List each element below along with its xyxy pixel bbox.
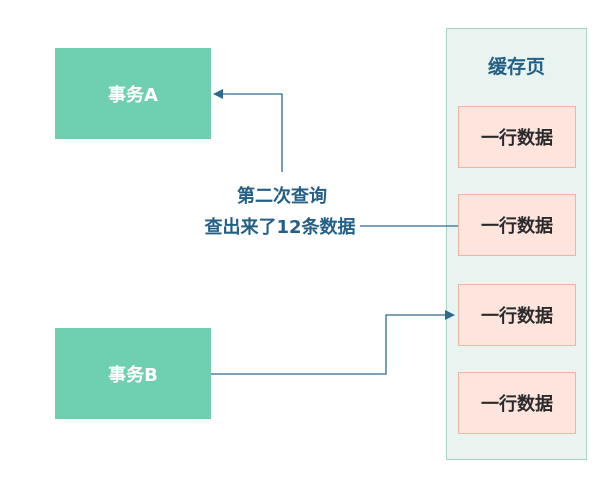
cache-row-3: 一行数据 (458, 284, 576, 346)
query-result-arrow (214, 94, 458, 227)
annotation-line-1: 第二次查询 (237, 186, 327, 207)
cache-row-1: 一行数据 (458, 106, 576, 168)
transaction-a-box: 事务A (55, 48, 211, 139)
transaction-b-box: 事务B (55, 328, 211, 419)
cache-row-4: 一行数据 (458, 372, 576, 434)
cache-page-title: 缓存页 (487, 56, 545, 78)
insert-arrow (211, 310, 455, 375)
cache-row-2: 一行数据 (458, 194, 576, 256)
annotation-line-2: 查出来了12条数据 (204, 217, 356, 238)
